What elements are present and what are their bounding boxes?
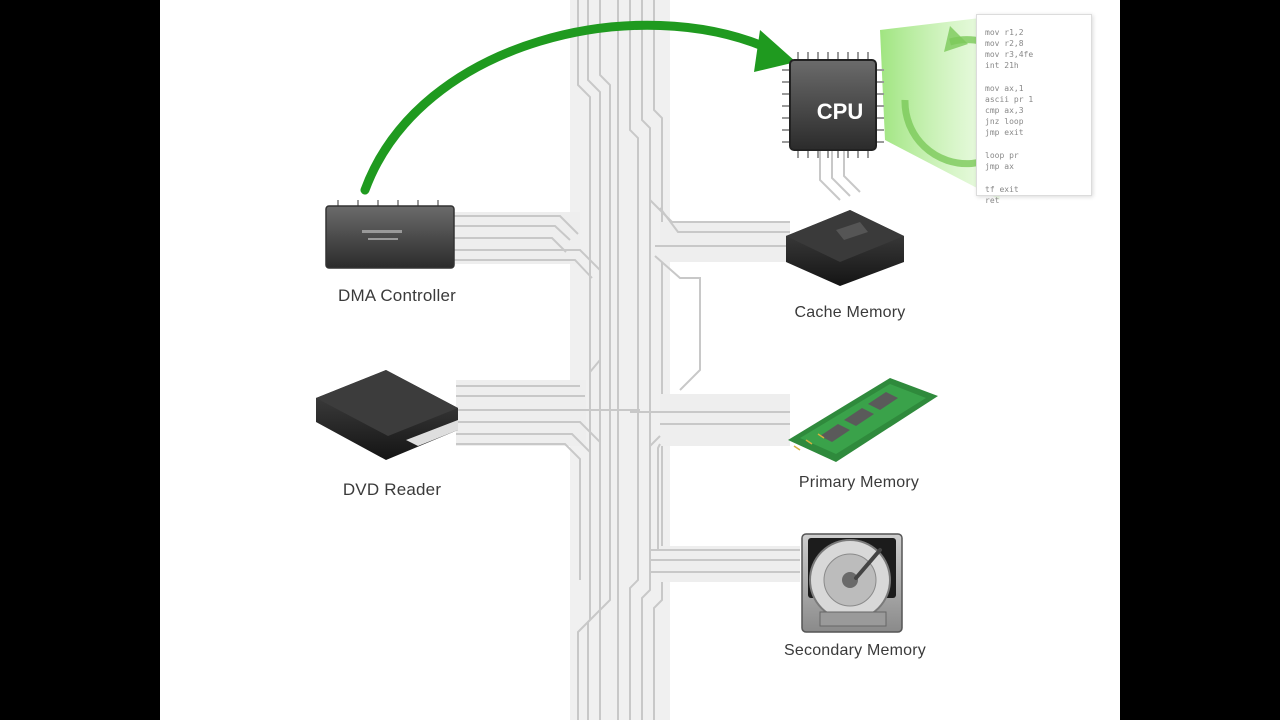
code-line: ascii pr 1 (985, 95, 1034, 104)
code-line: jmp exit (985, 128, 1024, 137)
secondary-bus-branch (650, 546, 800, 582)
dvd-reader-label: DVD Reader (342, 480, 442, 499)
cache-memory-label: Cache Memory (794, 304, 906, 321)
code-spacer (977, 15, 1091, 27)
code-line: tf exit (985, 185, 1019, 194)
code-line: mov r2,8 (985, 39, 1024, 48)
dma-controller-icon (325, 200, 455, 269)
code-line: mov r1,2 (985, 28, 1024, 37)
code-line: cmp ax,3 (985, 106, 1024, 115)
dma-to-cpu-arrow (360, 20, 796, 195)
code-line: int 21h (985, 61, 1019, 70)
primary-bus-branch (630, 394, 790, 560)
code-spacer (977, 172, 1091, 184)
code-line: ret (985, 196, 1000, 205)
cache-memory-icon (786, 210, 904, 286)
primary-memory-icon (788, 378, 938, 462)
slide: CPU (160, 0, 1120, 720)
primary-memory-label: Primary Memory (798, 474, 920, 491)
dma-controller-label: DMA Controller (337, 286, 457, 305)
cpu-bus-branch (819, 150, 861, 201)
code-panel: mov r1,2 mov r2,8 mov r3,4fe int 21h mov… (976, 14, 1092, 205)
code-line: jmp ax (985, 162, 1014, 171)
main-bus (570, 0, 670, 720)
bus-diagram: CPU (316, 0, 1033, 720)
dvd-reader-icon (316, 370, 458, 460)
code-spacer (977, 71, 1091, 83)
code-spacer (977, 138, 1091, 150)
dma-bus-branch (450, 212, 601, 373)
code-line: jnz loop (985, 117, 1024, 126)
cache-bus-branch (649, 199, 790, 391)
code-line: loop pr (985, 151, 1019, 160)
secondary-memory-label: Secondary Memory (784, 642, 926, 659)
code-line: mov r3,4fe (985, 50, 1034, 59)
code-line: mov ax,1 (985, 84, 1024, 93)
cpu-label: CPU (817, 99, 863, 124)
dvd-bus-branch (456, 380, 640, 580)
secondary-memory-icon (801, 533, 903, 633)
cpu-chip-icon (782, 52, 884, 158)
